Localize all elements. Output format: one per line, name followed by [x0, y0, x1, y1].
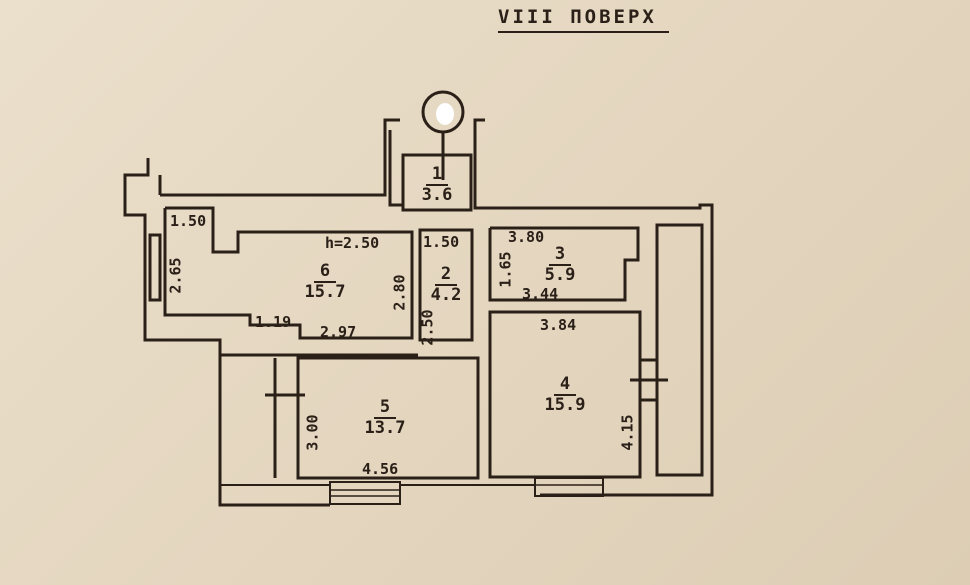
dim-r2-left: 2.50 [418, 309, 437, 346]
dim-r6-bottom-b: 2.97 [320, 323, 357, 341]
dim-r6-bottom-a: 1.19 [255, 313, 292, 331]
dim-r6-height: h=2.50 [325, 234, 380, 252]
dim-r6-top: 1.50 [170, 212, 207, 230]
dim-r6-left: 2.65 [166, 257, 185, 294]
dim-r3-top: 3.80 [508, 228, 545, 246]
dim-r4-right: 4.15 [618, 414, 637, 451]
dim-r5-bottom: 4.56 [362, 460, 399, 478]
dim-r6-right: 2.80 [390, 274, 409, 311]
dim-r3-bottom: 3.44 [522, 285, 559, 303]
floor-title: VIII ПОВЕРХ [498, 6, 669, 33]
dim-r3-left: 1.65 [496, 251, 515, 288]
dim-r2-top: 1.50 [423, 233, 460, 251]
dim-r5-left: 3.00 [303, 414, 322, 451]
dim-r4-top: 3.84 [540, 316, 577, 334]
